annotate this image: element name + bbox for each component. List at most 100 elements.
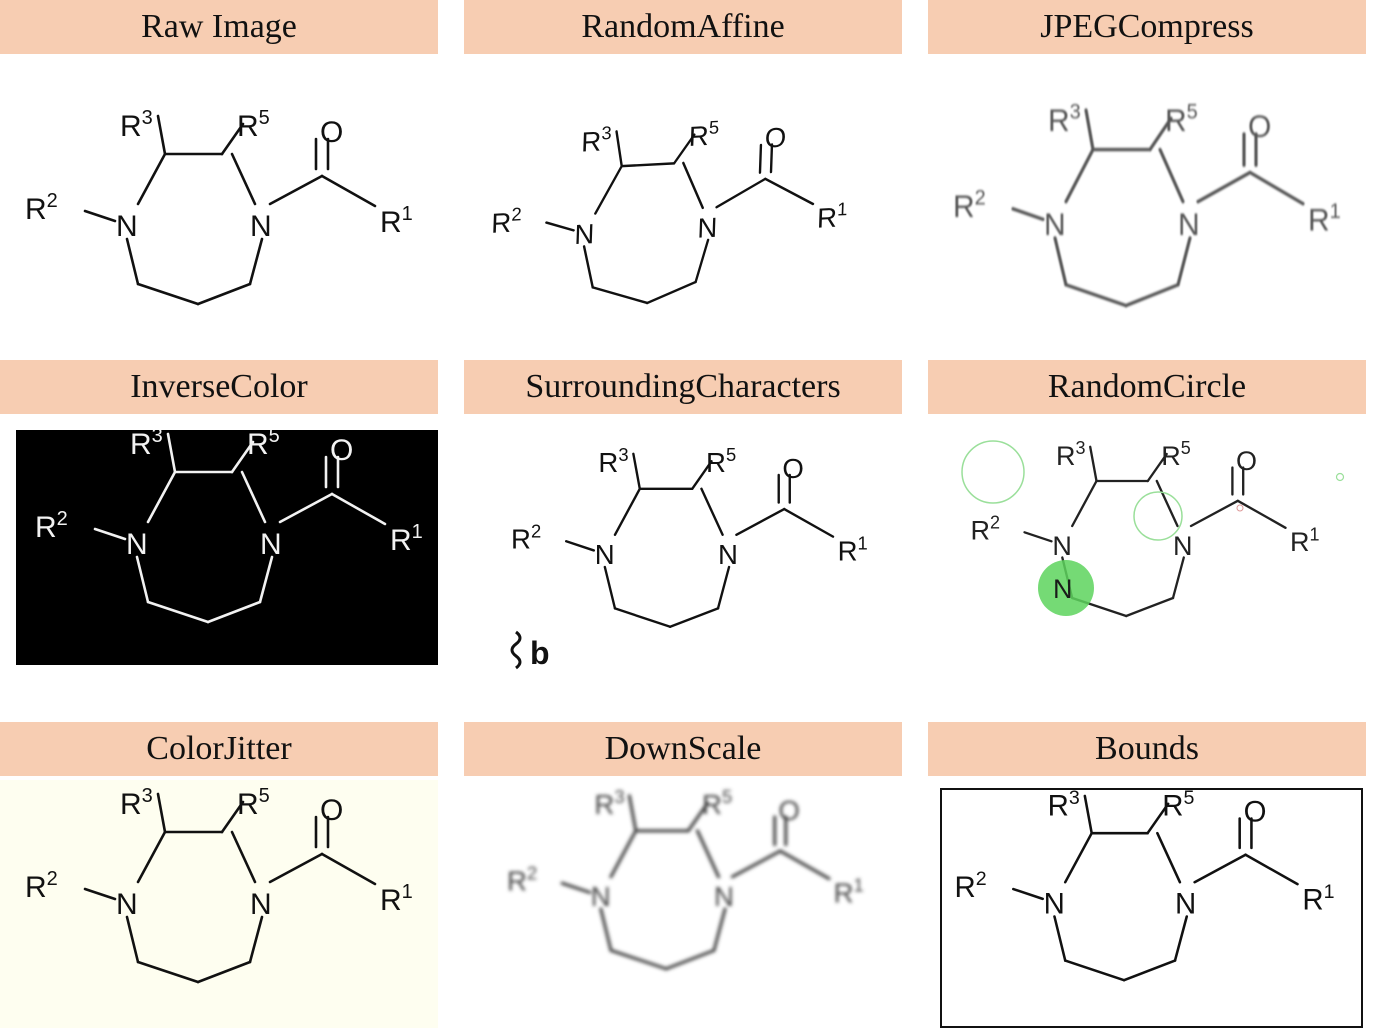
bond-line — [1189, 499, 1239, 528]
bond-line — [83, 209, 117, 223]
bond-line — [206, 600, 262, 624]
bond-line — [1122, 959, 1177, 982]
nitrogen-right-label: N — [260, 528, 282, 561]
squiggle-mark — [510, 630, 522, 670]
bond-line — [627, 794, 638, 833]
panel-title: DownScale — [464, 722, 902, 776]
random-circle-outline — [961, 440, 1025, 504]
bond-line — [1171, 556, 1185, 600]
panel-title: Bounds — [928, 722, 1366, 776]
r2-label: R2 — [25, 190, 58, 226]
bond-line — [320, 852, 377, 886]
oxygen-label: O — [782, 453, 803, 484]
bond-line — [146, 470, 177, 524]
panel-title: JPEGCompress — [928, 0, 1366, 54]
bond-line — [609, 948, 668, 971]
bond-line — [1148, 116, 1173, 152]
bond-line — [136, 830, 167, 884]
r5-label: R5 — [706, 444, 736, 478]
surrounding-character: b — [530, 635, 550, 671]
r5-label: R5 — [1162, 788, 1194, 823]
bond-line — [560, 881, 592, 895]
r2-label: R2 — [491, 203, 522, 239]
bond-line — [320, 174, 377, 208]
bond-line — [672, 133, 696, 165]
r3-label: R3 — [1048, 101, 1081, 138]
bond-line — [156, 114, 167, 156]
bond-line — [1176, 236, 1192, 287]
nitrogen-right-label: N — [714, 881, 734, 912]
bond-line — [240, 470, 267, 524]
r3-label: R3 — [130, 430, 163, 461]
bond-line — [1063, 959, 1126, 982]
r1-label: R1 — [390, 521, 423, 557]
r3-label: R3 — [1048, 788, 1080, 823]
bond-line — [735, 507, 786, 536]
bond-line — [136, 960, 200, 984]
bond-line — [668, 607, 720, 628]
bond-line — [1125, 596, 1175, 618]
bond-line — [1083, 794, 1093, 835]
bond-line — [712, 907, 727, 952]
random-circle-filled — [1038, 560, 1094, 616]
bond-line — [686, 801, 710, 833]
bond-line — [632, 452, 641, 490]
jitter-background — [0, 780, 438, 1028]
r2-label: R2 — [955, 868, 987, 904]
r5-label: R5 — [237, 785, 270, 821]
bond-line — [613, 607, 672, 628]
bond-line — [594, 164, 623, 215]
bond-line — [591, 286, 649, 305]
bond-line — [545, 221, 575, 232]
bond-line — [230, 440, 255, 474]
bond-line — [268, 174, 324, 206]
bond-line — [125, 915, 140, 964]
r2-label: R2 — [971, 513, 1001, 546]
bond-line — [196, 282, 252, 306]
bond-line — [764, 177, 815, 206]
bond-line — [230, 830, 257, 884]
oxygen-label: O — [320, 116, 343, 149]
bond-line — [1012, 887, 1044, 901]
bond-line — [758, 143, 763, 174]
bond-line — [136, 282, 200, 306]
r1-label: R1 — [380, 881, 413, 917]
r3-label: R3 — [120, 107, 153, 143]
bond-line — [136, 152, 167, 206]
bond-line — [125, 237, 140, 286]
bond-line — [83, 887, 117, 901]
r5-label: R5 — [237, 107, 270, 143]
panel-title: Raw Image — [0, 0, 438, 54]
oxygen-label: O — [1236, 446, 1257, 476]
bond-line — [565, 540, 595, 552]
bond-line — [1064, 283, 1128, 308]
nitrogen-right-label: N — [1175, 888, 1196, 921]
bond-line — [1089, 445, 1098, 483]
nitrogen-left-label: N — [574, 218, 595, 250]
nitrogen-left-label: N — [1044, 888, 1065, 921]
bond-line — [646, 280, 697, 305]
r5-label: R5 — [247, 430, 280, 461]
nitrogen-left-overlay: N — [1053, 574, 1073, 604]
bond-line — [778, 849, 831, 881]
r3-label: R3 — [120, 785, 153, 821]
bond-line — [1248, 170, 1305, 206]
panel-title: RandomCircle — [928, 360, 1366, 414]
r3-label: R3 — [581, 122, 612, 158]
inverse-background — [16, 430, 438, 665]
bond-line — [278, 492, 334, 524]
bond-line — [166, 432, 177, 474]
r2-label: R2 — [953, 187, 986, 224]
r5-label: R5 — [1161, 438, 1191, 471]
bond-line — [620, 162, 676, 168]
